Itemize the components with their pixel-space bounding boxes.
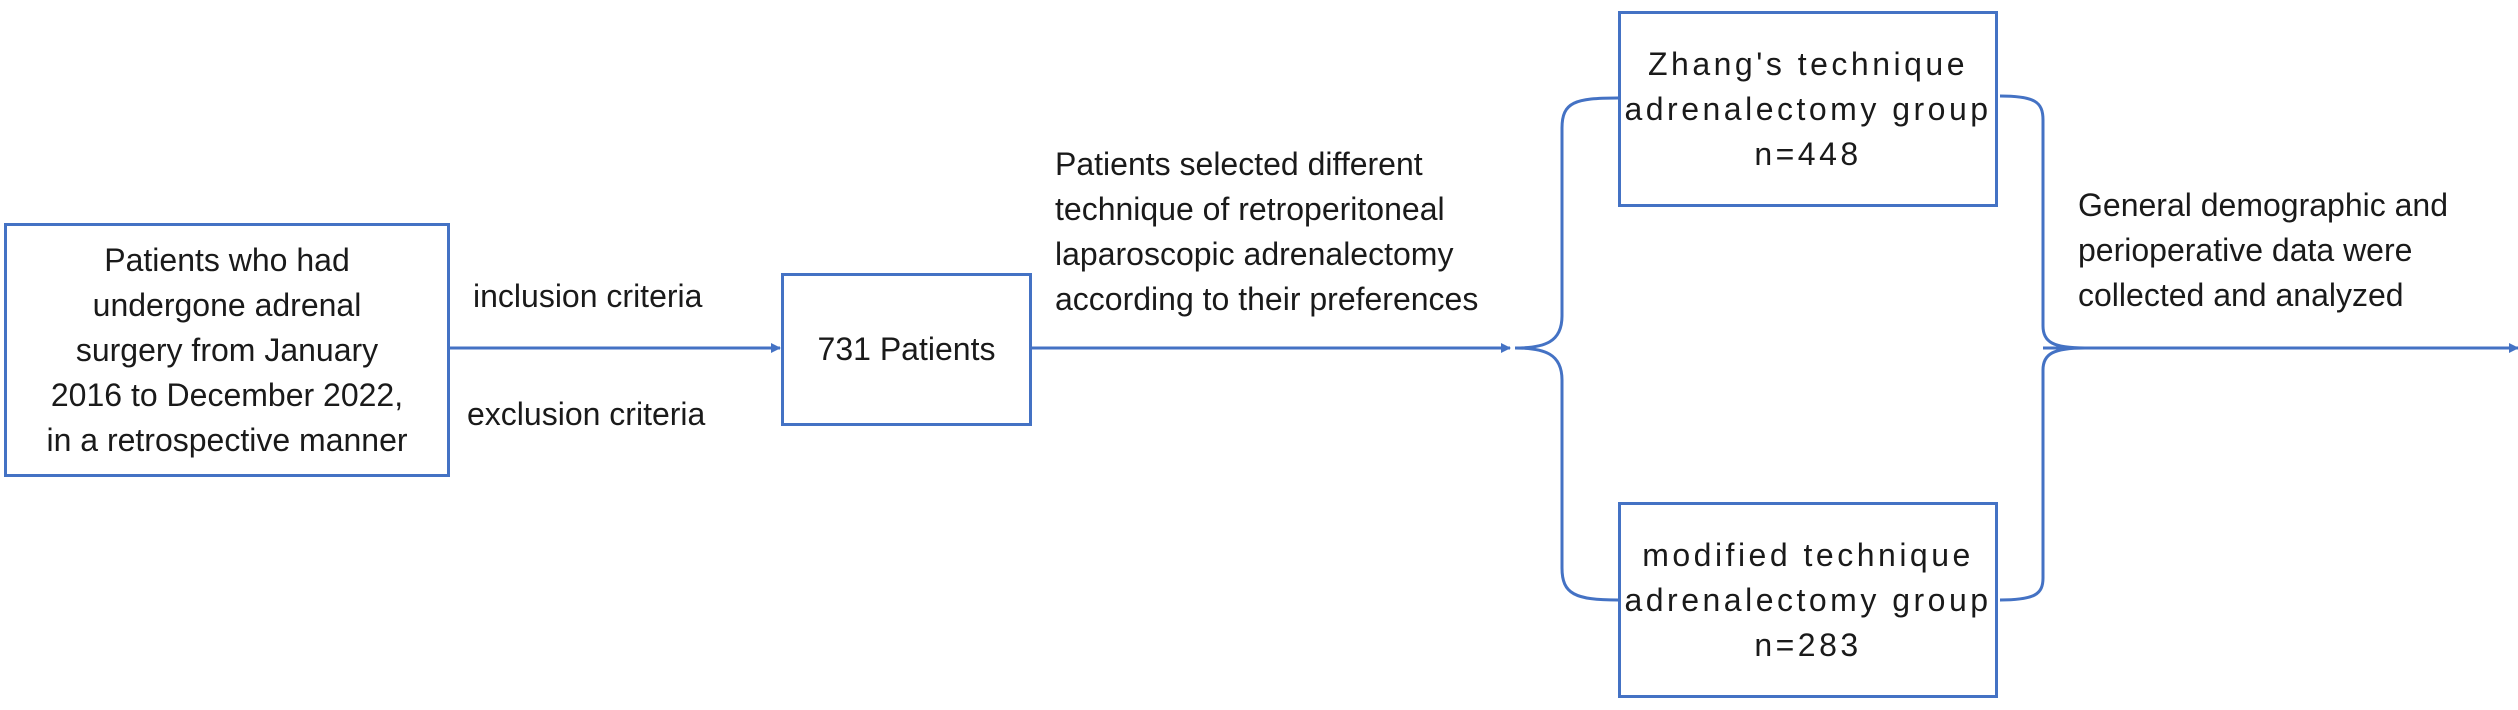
patients-count-text: 731 Patients [817,331,996,367]
source-patients-text: Patients who had undergone adrenal surge… [46,241,408,458]
outcome-label: General demographic and perioperative da… [2078,187,2449,313]
patients-count-box: 731 Patients [781,273,1032,426]
modified-group-text: modified technique adrenalectomy group n… [1624,536,1992,663]
split-brace [1514,96,1619,602]
inclusion-criteria-label: inclusion criteria [473,278,703,314]
zhang-group-text: Zhang's technique adrenalectomy group n=… [1624,45,1992,172]
modified-group-box: modified technique adrenalectomy group n… [1618,502,1998,698]
zhang-group-box: Zhang's technique adrenalectomy group n=… [1618,11,1998,207]
selection-label: Patients selected different technique of… [1055,146,1479,317]
source-patients-box: Patients who had undergone adrenal surge… [4,223,450,477]
exclusion-criteria-label: exclusion criteria [467,396,706,432]
